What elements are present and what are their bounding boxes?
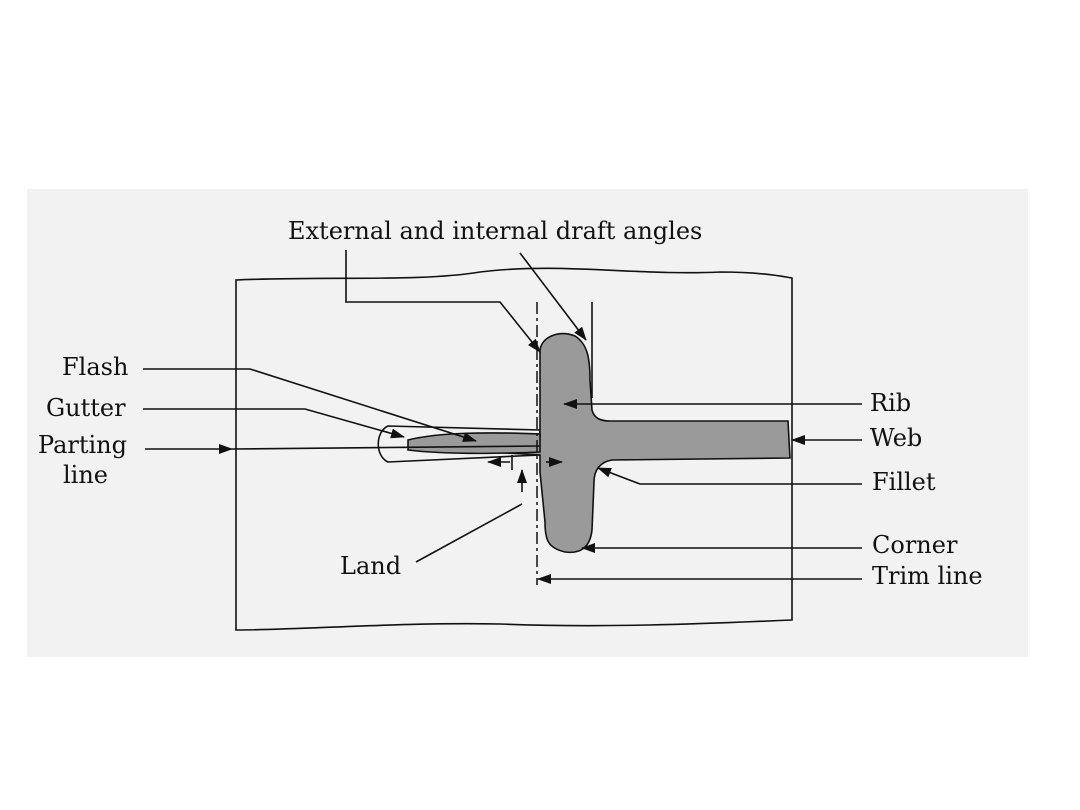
label-trim-line: Trim line	[872, 562, 983, 590]
gutter-leader	[143, 408, 405, 439]
label-flash: Flash	[62, 353, 128, 381]
fillet-leader	[597, 467, 862, 485]
draft-leader-left	[345, 250, 541, 353]
parting-line-trace	[231, 445, 541, 450]
label-web: Web	[870, 424, 922, 452]
label-parting-line-2: line	[63, 461, 108, 489]
gutter-cavity	[377, 425, 541, 463]
flash-leader	[143, 368, 477, 442]
label-corner: Corner	[872, 531, 958, 559]
label-fillet: Fillet	[872, 468, 936, 496]
land-leader	[415, 503, 523, 563]
label-land: Land	[340, 552, 401, 580]
label-draft-angles: External and internal draft angles	[288, 217, 702, 245]
label-gutter: Gutter	[46, 394, 126, 422]
label-parting-line-1: Parting	[38, 431, 127, 459]
label-rib: Rib	[870, 389, 911, 417]
flash-section	[407, 432, 541, 455]
draft-leader-right	[519, 252, 587, 341]
die-outline	[235, 267, 793, 631]
